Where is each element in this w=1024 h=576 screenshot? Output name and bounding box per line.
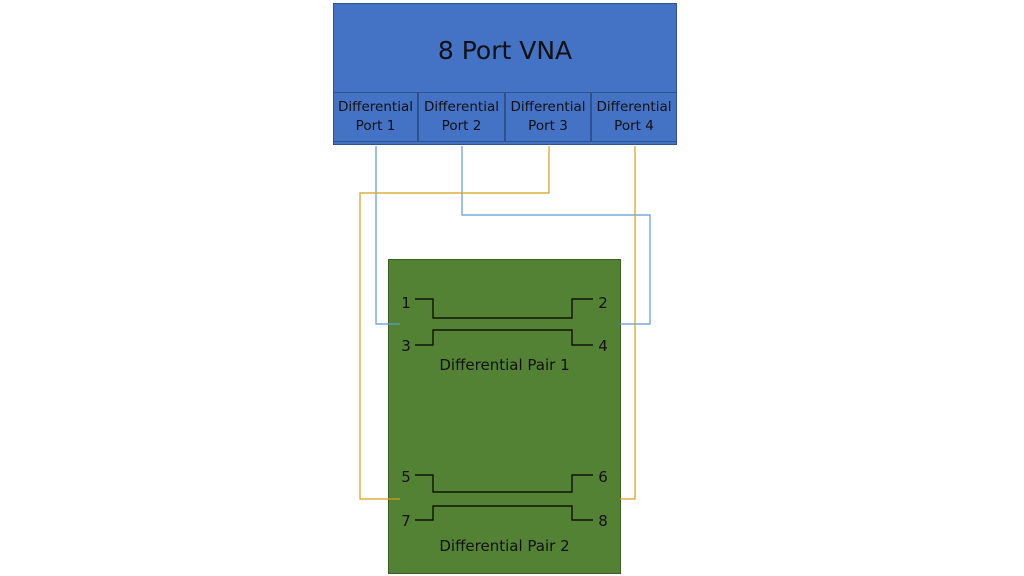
cable-port4-to-pin4 bbox=[620, 146, 636, 500]
port-3-line2: Port 3 bbox=[528, 118, 568, 134]
trace-pin3-to-pin4 bbox=[415, 329, 593, 346]
pin-4-label: 4 bbox=[598, 337, 608, 355]
port-2-line2: Port 2 bbox=[441, 118, 482, 134]
differential-pair-1-label: Differential Pair 1 bbox=[439, 356, 570, 374]
pin-1-label: 1 bbox=[401, 294, 411, 312]
pin-2-label: 2 bbox=[598, 294, 608, 312]
cable-port1-to-pin1 bbox=[375, 146, 400, 325]
trace-pin5-to-pin6 bbox=[415, 474, 593, 493]
vna-title: 8 Port VNA bbox=[437, 35, 573, 65]
pin-6-label: 6 bbox=[598, 468, 608, 486]
differential-pair-2-label: Differential Pair 2 bbox=[439, 537, 570, 555]
pin-8-label: 8 bbox=[598, 512, 608, 530]
port-4-line1: Differential bbox=[596, 99, 672, 115]
port-1-line1: Differential bbox=[338, 99, 413, 115]
pin-7-label: 7 bbox=[401, 512, 411, 530]
dut-board bbox=[388, 259, 621, 574]
trace-pin1-to-pin2 bbox=[415, 298, 593, 319]
port-3-line1: Differential bbox=[510, 99, 586, 115]
cable-port2-to-pin2 bbox=[461, 146, 651, 325]
port-4-line2: Port 4 bbox=[614, 118, 654, 134]
port-2-line1: Differential bbox=[424, 99, 499, 115]
port-1-line2: Port 1 bbox=[355, 118, 396, 134]
pin-5-label: 5 bbox=[401, 468, 411, 486]
trace-pin7-to-pin8 bbox=[415, 505, 593, 521]
pin-3-label: 3 bbox=[401, 337, 411, 355]
cable-port3-to-pin5 bbox=[359, 146, 550, 500]
